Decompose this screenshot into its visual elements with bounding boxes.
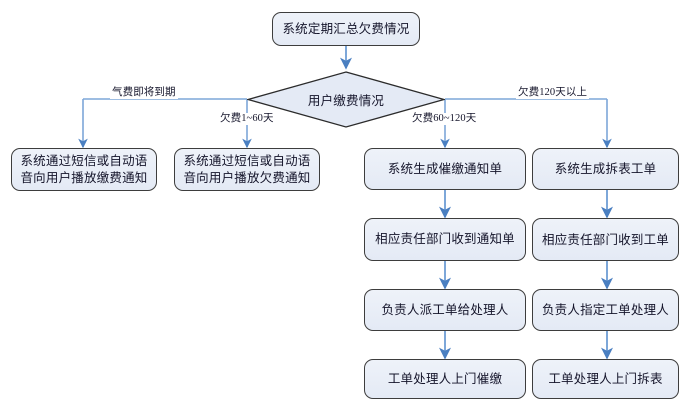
node-col4-0-label: 系统生成拆表工单 — [554, 162, 657, 176]
node-col3-1-label: 相应责任部门收到通知单 — [375, 232, 515, 246]
node-col3-1[interactable]: 相应责任部门收到通知单 — [364, 218, 526, 261]
node-start[interactable]: 系统定期汇总欠费情况 — [272, 12, 420, 46]
node-col3-0-label: 系统生成催缴通知单 — [387, 162, 503, 176]
node-col2-0[interactable]: 系统通过短信或自动语音向用户播放欠费通知 — [174, 148, 320, 191]
node-col4-1-label: 相应责任部门收到工单 — [541, 232, 669, 247]
node-col4-0[interactable]: 系统生成拆表工单 — [532, 148, 679, 190]
node-col4-2-label: 负责人指定工单处理人 — [541, 303, 669, 317]
node-col3-3[interactable]: 工单处理人上门催缴 — [364, 359, 526, 399]
node-decision-label: 用户缴费情况 — [307, 94, 385, 108]
node-col4-3[interactable]: 工单处理人上门拆表 — [532, 359, 679, 399]
node-col3-2[interactable]: 负责人派工单给处理人 — [364, 289, 526, 331]
node-col1-0-label: 系统通过短信或自动语音向用户播放缴费通知 — [20, 153, 148, 185]
node-col4-1[interactable]: 相应责任部门收到工单 — [532, 218, 679, 261]
diamond-shape — [247, 71, 445, 128]
node-col1-0[interactable]: 系统通过短信或自动语音向用户播放缴费通知 — [11, 148, 157, 191]
node-start-label: 系统定期汇总欠费情况 — [282, 22, 410, 36]
edge-label-branch-4: 欠费120天以上 — [516, 87, 590, 99]
edge-label-branch-1: 气费即将到期 — [110, 87, 178, 99]
node-col3-2-label: 负责人派工单给处理人 — [381, 303, 509, 317]
node-col4-3-label: 工单处理人上门拆表 — [548, 372, 663, 386]
node-col2-0-label: 系统通过短信或自动语音向用户播放欠费通知 — [183, 153, 311, 185]
edge-label-branch-3: 欠费60~120天 — [410, 113, 479, 125]
node-col4-2[interactable]: 负责人指定工单处理人 — [532, 289, 679, 331]
edge-label-branch-2: 欠费1~60天 — [218, 113, 276, 125]
node-col3-0[interactable]: 系统生成催缴通知单 — [364, 148, 526, 190]
node-decision[interactable]: 用户缴费情况 — [247, 71, 445, 128]
node-col3-3-label: 工单处理人上门催缴 — [387, 372, 503, 386]
